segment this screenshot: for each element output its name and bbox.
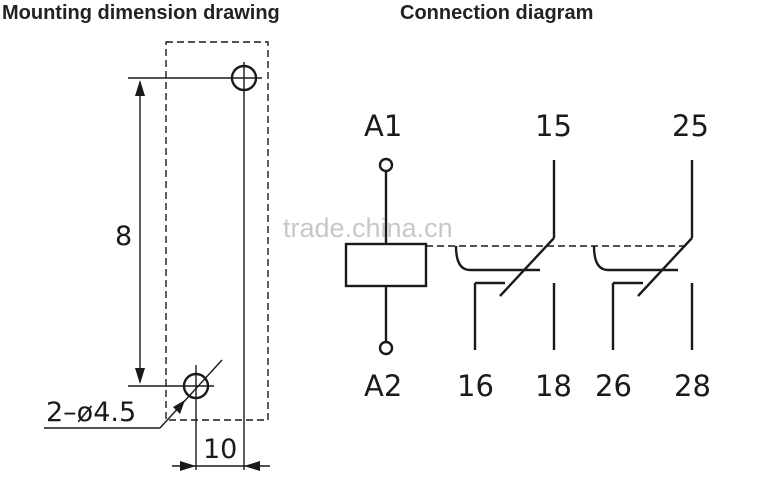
hole-diameter-label: 2–ø4.5: [46, 397, 136, 428]
terminal-label-16: 16: [457, 369, 494, 403]
terminal-label-a1: A1: [364, 109, 402, 143]
hole-leader-diagonal: [159, 359, 223, 429]
contact1-movable-blade: [499, 237, 555, 297]
terminal-label-18: 18: [535, 369, 572, 403]
terminal-a2: [378, 340, 394, 356]
width-dimension-value: 10: [203, 434, 237, 465]
terminal-a1: [378, 157, 394, 173]
mounting-drawing-title: Mounting dimension drawing: [2, 2, 280, 24]
relay-outline: [165, 41, 269, 421]
height-arrow-bottom: [135, 368, 145, 384]
terminal-label-28: 28: [674, 369, 711, 403]
connection-diagram: A1 A2 15 16 18 25 26 28: [344, 109, 711, 403]
contact2-movable-blade: [637, 237, 693, 297]
height-arrow-top: [135, 80, 145, 96]
terminal-label-15: 15: [535, 109, 572, 143]
hole-leader-arrow: [173, 400, 185, 414]
coil-symbol: [344, 242, 428, 288]
watermark-text: trade.china.cn: [283, 213, 453, 243]
contact1-actuator-hook: [454, 245, 540, 272]
height-dimension-value: 8: [115, 221, 132, 252]
terminal-label-a2: A2: [364, 369, 402, 403]
terminal-label-25: 25: [672, 109, 709, 143]
mounting-drawing: 8 10 2–ø4.5: [44, 41, 270, 471]
contact2-actuator-hook: [592, 245, 678, 272]
terminal-label-26: 26: [595, 369, 632, 403]
width-arrow-left: [180, 461, 196, 471]
width-arrow-right: [244, 461, 260, 471]
connection-diagram-title: Connection diagram: [400, 2, 594, 24]
